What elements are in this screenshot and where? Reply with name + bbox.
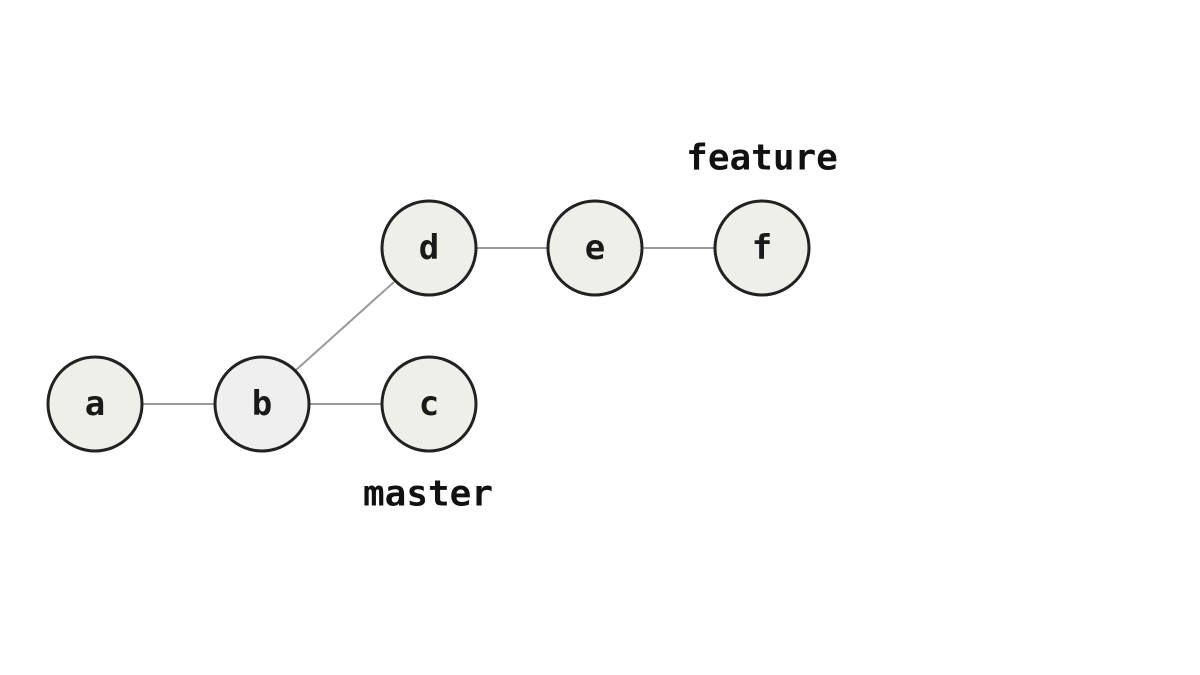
commit-node-b: b (213, 355, 311, 453)
commit-label-d: d (419, 228, 439, 268)
commit-circle-b (213, 355, 311, 453)
commit-label-e: e (585, 228, 605, 268)
commit-circle-f (713, 199, 811, 297)
commit-label-c: c (419, 384, 439, 424)
commit-label-f: f (752, 228, 772, 268)
branch-label-feature: feature (686, 138, 838, 179)
edge-b-d (295, 281, 395, 371)
commit-circle-d (380, 199, 478, 297)
commit-node-e: e (546, 199, 644, 297)
commit-label-b: b (252, 384, 272, 424)
commit-circle-a (46, 355, 144, 453)
commit-node-f: f (713, 199, 811, 297)
commit-node-c: c (380, 355, 478, 453)
commit-label-a: a (85, 384, 105, 424)
branch-label-master: master (363, 474, 493, 515)
commit-circle-c (380, 355, 478, 453)
commit-node-a: a (46, 355, 144, 453)
commit-circle-e (546, 199, 644, 297)
commit-node-d: d (380, 199, 478, 297)
